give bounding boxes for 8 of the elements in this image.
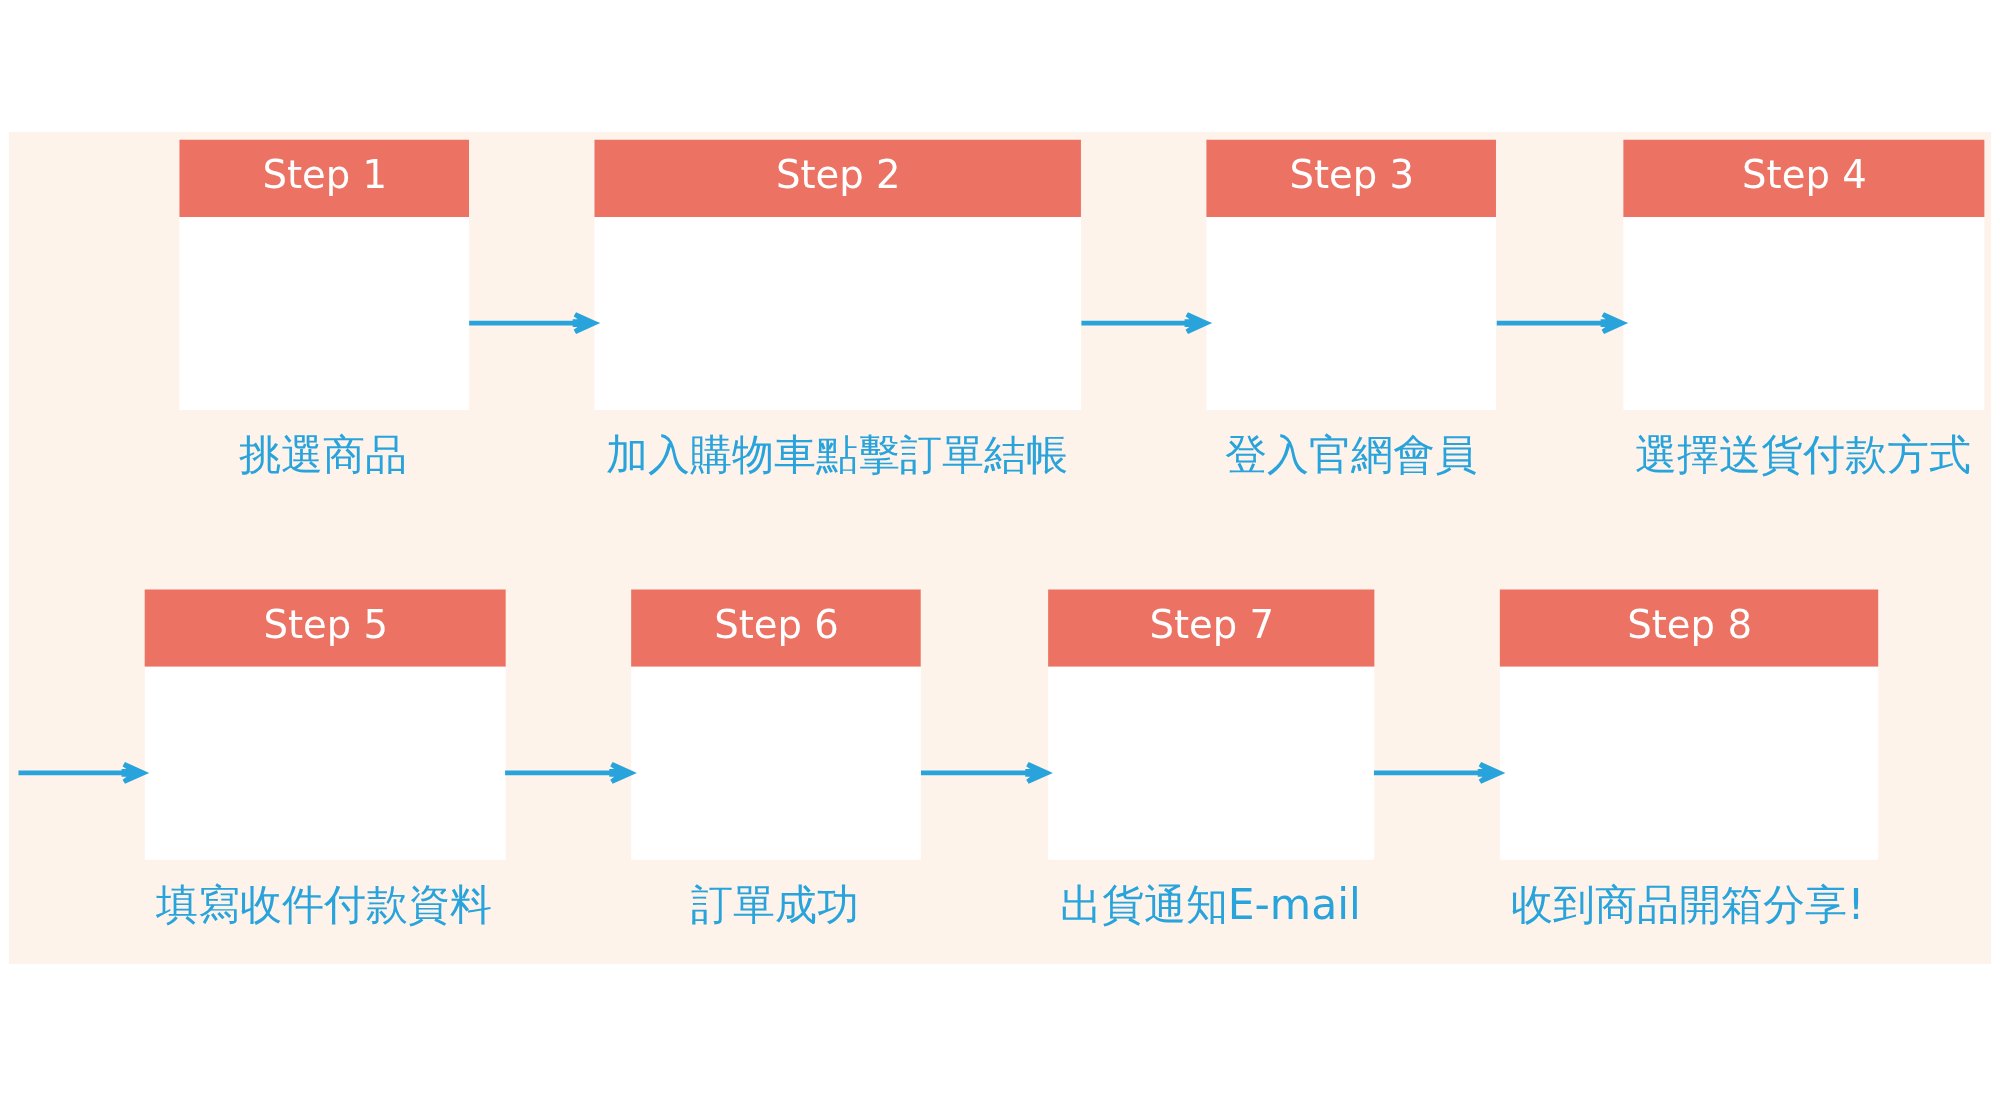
node-label: 填寫收件付款資料	[156, 879, 493, 929]
node-label: 選擇送貨付款方式	[1634, 429, 1971, 479]
node-label: 出貨通知E-mail	[1059, 879, 1361, 929]
node-label: 加入購物車點擊訂單結帳	[606, 429, 1069, 479]
node-label: 訂單成功	[691, 879, 859, 929]
node-label: 收到商品開箱分享!	[1511, 879, 1865, 929]
node-label: 挑選商品	[239, 429, 408, 479]
node-label: 登入官網會員	[1224, 429, 1477, 479]
